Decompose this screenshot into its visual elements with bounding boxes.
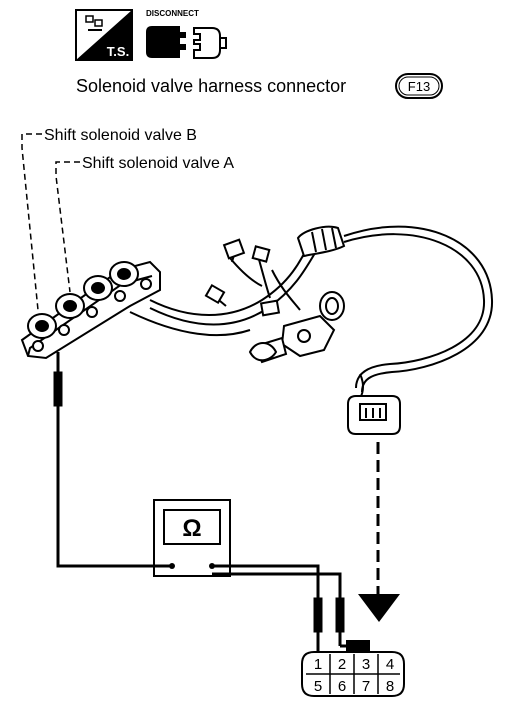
pin-2: 2 [338,656,346,673]
disconnect-label: DISCONNECT [146,9,199,18]
label-shift-solenoid-valve-b: Shift solenoid valve B [44,127,197,144]
pin-8: 8 [386,678,394,695]
connector-code-badge: F13 [395,73,443,99]
label-shift-solenoid-valve-a: Shift solenoid valve A [82,155,234,172]
pin-3: 3 [362,656,370,673]
ts-label: T.S. [107,44,129,59]
pin-5: 5 [314,678,322,695]
solenoid-valve-body [20,260,161,360]
disconnect-icon [146,26,227,59]
ohm-symbol: Ω [182,515,201,542]
pin-4: 4 [386,656,394,673]
test-leads [53,352,350,652]
pin-7: 7 [362,678,370,695]
harness-connector-f13 [347,395,401,435]
connector-pin-view: 1 2 3 4 5 6 7 8 [301,640,405,697]
page-title: Solenoid valve harness connector [76,76,346,96]
pin-6: 6 [338,678,346,695]
svg-text:F13: F13 [408,79,430,94]
pointer-arrow [358,442,400,622]
wiring-harness [129,225,494,399]
ohmmeter: Ω [153,499,231,577]
callout-leaders [21,133,80,311]
ts-icon: T.S. [75,9,133,61]
pin-1: 1 [314,656,322,673]
